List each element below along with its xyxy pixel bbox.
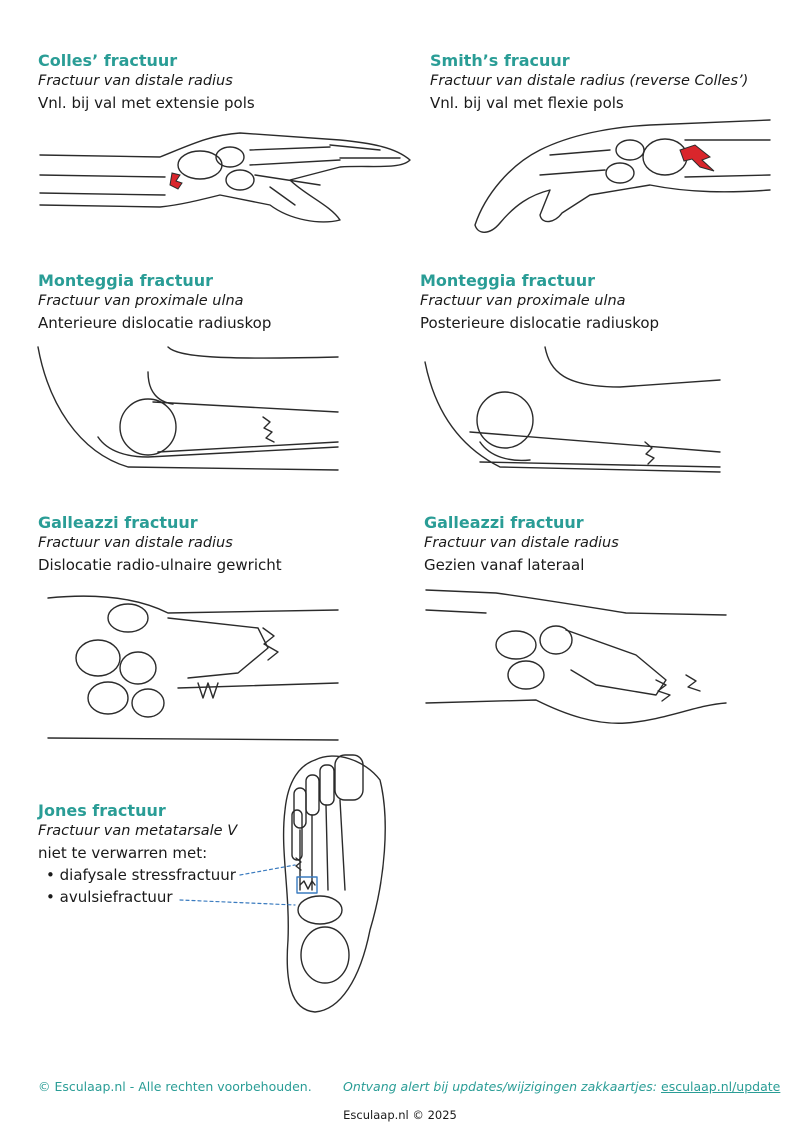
- galleazzi-dorsal-section: Galleazzi fractuur Fractuur van distale …: [38, 512, 282, 576]
- monteggia-posterior-subtitle: Fractuur van proximale ulna: [420, 293, 626, 309]
- smith-title: Smith’s fracuur: [430, 51, 570, 70]
- footer-update-link[interactable]: esculaap.nl/update: [661, 1079, 781, 1094]
- monteggia-posterior-title: Monteggia fractuur: [420, 271, 596, 290]
- smith-description: Vnl. bij val met flexie pols: [430, 94, 624, 112]
- monteggia-anterior-title: Monteggia fractuur: [38, 271, 214, 290]
- jones-description: niet te verwarren met:: [38, 844, 208, 862]
- smith-wrist-illustration: [474, 119, 771, 233]
- jones-foot-illustration: [282, 754, 386, 1013]
- footer-alert-text: Ontvang alert bij updates/wijzigingen za…: [343, 1079, 658, 1094]
- galleazzi-lateral-section: Galleazzi fractuur Fractuur van distale …: [424, 512, 619, 576]
- footer-copyright: © Esculaap.nl - Alle rechten voorbehoude…: [38, 1079, 312, 1094]
- colles-section: Colles’ fractuur Fractuur van distale ra…: [38, 50, 255, 114]
- monteggia-anterior-elbow-illustration: [37, 346, 339, 471]
- jones-bullet-avulsion: • avulsiefractuur: [46, 888, 173, 906]
- jones-bullet-stress-text: diafysale stressfractuur: [59, 866, 236, 884]
- galleazzi-lateral-description: Gezien vanaf lateraal: [424, 556, 585, 574]
- monteggia-posterior-elbow-illustration: [424, 346, 721, 473]
- galleazzi-dorsal-title: Galleazzi fractuur: [38, 513, 198, 532]
- colles-subtitle: Fractuur van distale radius: [38, 73, 233, 89]
- galleazzi-lateral-wrist-illustration: [425, 589, 727, 724]
- footer-alert: Ontvang alert bij updates/wijzigingen za…: [343, 1079, 780, 1094]
- colles-title: Colles’ fractuur: [38, 51, 178, 70]
- galleazzi-dorsal-description: Dislocatie radio-ulnaire gewricht: [38, 556, 282, 574]
- smith-section: Smith’s fracuur Fractuur van distale rad…: [430, 50, 748, 114]
- monteggia-posterior-description: Posterieure dislocatie radiuskop: [420, 314, 660, 332]
- monteggia-anterior-subtitle: Fractuur van proximale ulna: [38, 293, 244, 309]
- jones-leader-lines: [179, 864, 296, 906]
- galleazzi-lateral-subtitle: Fractuur van distale radius: [424, 535, 619, 551]
- colles-description: Vnl. bij val met extensie pols: [38, 94, 255, 112]
- jones-section: Jones fractuur Fractuur van metatarsale …: [38, 800, 237, 908]
- footer-bottom-copyright: Esculaap.nl © 2025: [343, 1108, 457, 1122]
- galleazzi-dorsal-subtitle: Fractuur van distale radius: [38, 535, 233, 551]
- smith-subtitle: Fractuur van distale radius (reverse Col…: [430, 73, 749, 89]
- galleazzi-dorsal-wrist-illustration: [47, 595, 339, 741]
- monteggia-posterior-section: Monteggia fractuur Fractuur van proximal…: [420, 270, 659, 334]
- jones-bullet-stress: • diafysale stressfractuur: [46, 866, 236, 884]
- colles-wrist-illustration: [39, 132, 411, 223]
- jones-subtitle: Fractuur van metatarsale V: [38, 823, 238, 839]
- monteggia-anterior-section: Monteggia fractuur Fractuur van proximal…: [38, 270, 271, 334]
- monteggia-anterior-description: Anterieure dislocatie radiuskop: [38, 314, 272, 332]
- jones-title: Jones fractuur: [38, 801, 166, 820]
- galleazzi-lateral-title: Galleazzi fractuur: [424, 513, 584, 532]
- jones-bullet-avulsion-text: avulsiefractuur: [59, 888, 173, 906]
